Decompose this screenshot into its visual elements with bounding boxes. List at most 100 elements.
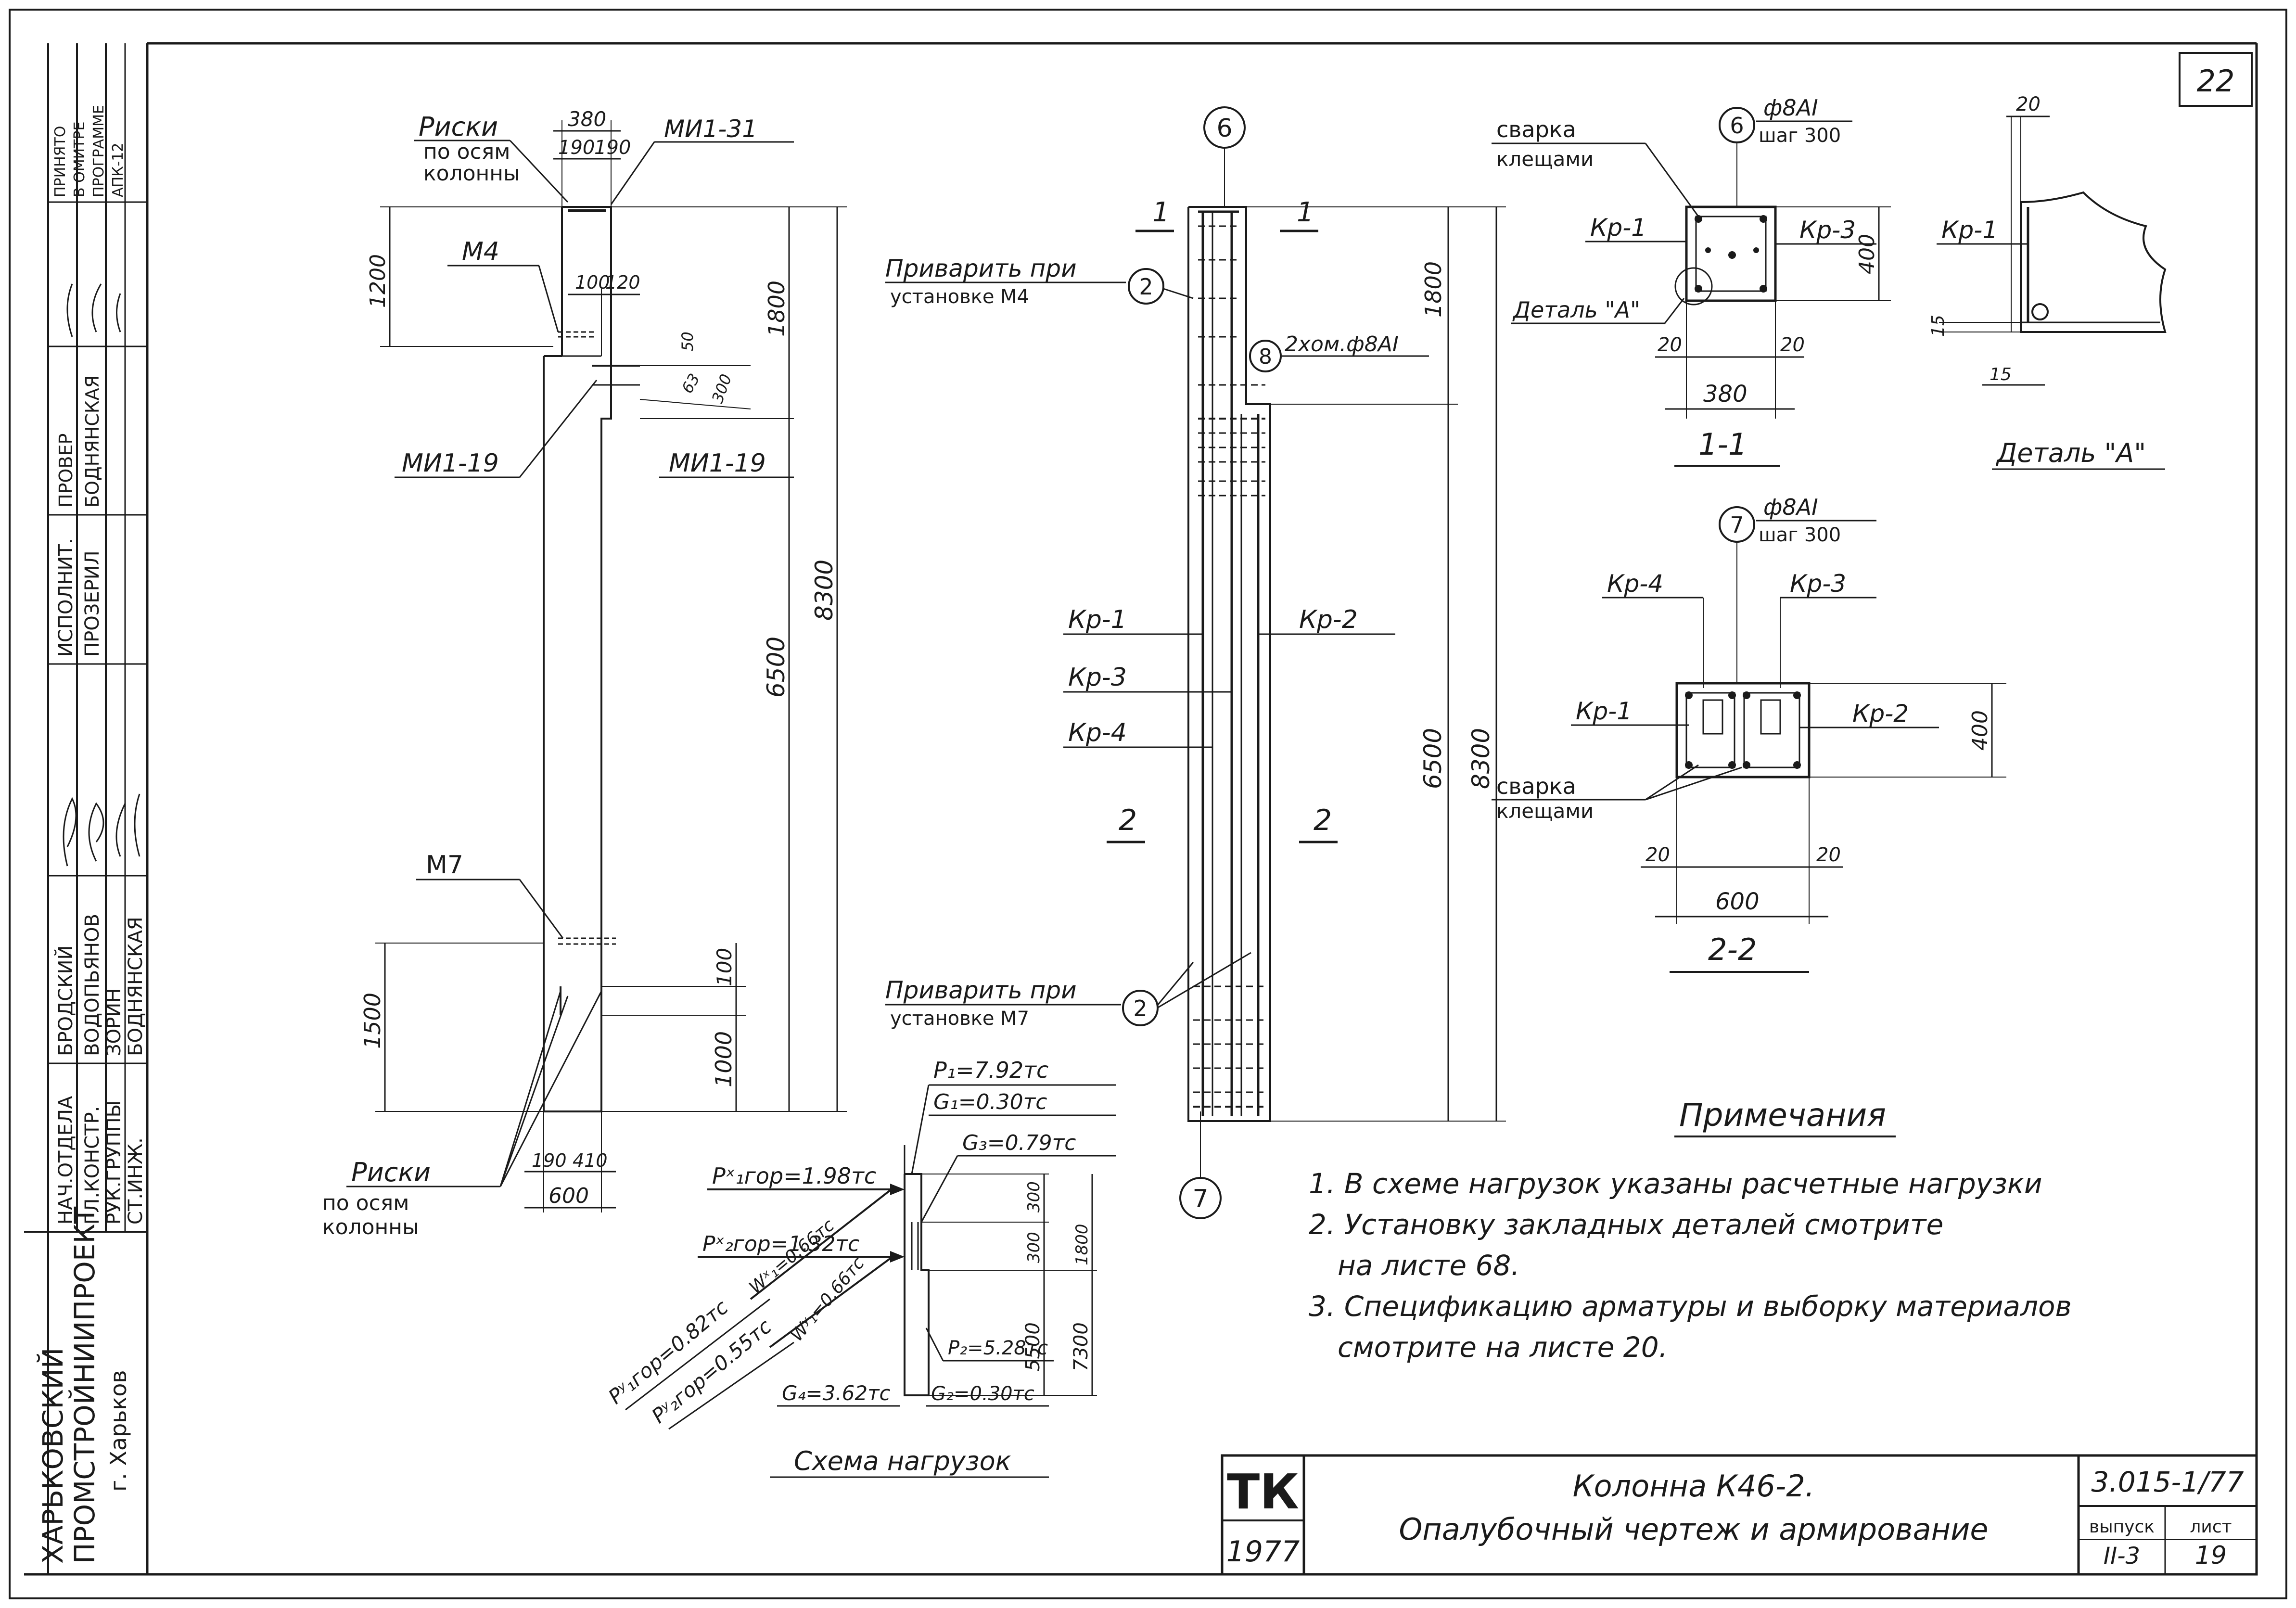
sec11-kp3: Кр-3	[1799, 216, 1856, 244]
cut-2-right: 2	[1314, 804, 1332, 837]
sec22-bar-1: ф8АI	[1763, 494, 1818, 520]
dim-6500: 6500	[762, 637, 790, 698]
dim-600: 600	[548, 1184, 589, 1208]
sec22-weld-2: клещами	[1496, 799, 1594, 823]
axis-7-label: 7	[1192, 1185, 1208, 1213]
dim-380-top: 380	[568, 107, 606, 131]
sec11-pos: 6	[1730, 113, 1744, 139]
sec22-bar-2: шаг 300	[1759, 524, 1841, 546]
sheet-outer-border	[9, 9, 2287, 1599]
dim-63: 63	[678, 370, 703, 396]
label-kp1-center: Кр-1	[1068, 605, 1127, 634]
sec22-title: 2-2	[1708, 932, 1757, 967]
sec11-bar-2: шаг 300	[1759, 125, 1841, 147]
load-dim-300b: 300	[1024, 1232, 1044, 1263]
reinf-dim-1800: 1800	[1420, 261, 1446, 318]
load-p1x: Pˣ₁гор=1.98тс	[712, 1163, 876, 1189]
detail-a-dim-15b: 15	[1990, 365, 2012, 384]
detail-a-title: Деталь "А"	[1996, 438, 2146, 468]
load-scheme: P₁=7.92тс G₁=0.30тс G₃=0.79тс Pˣ₁гор=1.9…	[604, 1057, 1116, 1478]
sec22-weld-1: сварка	[1496, 773, 1576, 799]
dim-190b: 190	[594, 137, 631, 159]
program-note-4: АПК-12	[110, 143, 127, 197]
role-senior-engineer: СТ.ИНЖ.	[125, 1137, 147, 1225]
sec11-dim-20b: 20	[1780, 334, 1805, 356]
checker-role: ПРОВЕР	[55, 434, 77, 508]
dim-100: 100	[575, 272, 610, 293]
label-kp2-center: Кр-2	[1299, 605, 1358, 634]
sec22-outline	[1675, 682, 1811, 778]
load-g3: G₃=0.79тс	[962, 1131, 1076, 1155]
load-dim-300a: 300	[1024, 1181, 1044, 1212]
clamp-note: 2хом.ф8АI	[1285, 332, 1399, 357]
sec22-kp3: Кр-3	[1790, 570, 1846, 598]
load-g2: G₂=0.30тс	[931, 1383, 1034, 1405]
sec11-title: 1-1	[1698, 427, 1747, 462]
marks-label-bottom-3: колонны	[322, 1215, 419, 1239]
pos-2-top: 2	[1139, 274, 1153, 300]
label-kp4-center: Кр-4	[1068, 718, 1127, 747]
cut-1-left: 1	[1152, 197, 1170, 228]
label-m4: М4	[462, 237, 499, 266]
detail-a-dim-15a: 15	[1928, 315, 1948, 337]
reinforcement-view: 6 7 1 1	[885, 106, 1506, 1219]
note-2b: на листе 68.	[1338, 1249, 1520, 1282]
label-mi1-19-right: МИ1-19	[669, 449, 766, 478]
dim-190c: 190	[532, 1150, 567, 1171]
section-2-2: 7 ф8АI шаг 300 Кр-4 Кр-3 Кр-1 Кр-2 400 с…	[1492, 494, 2006, 973]
executor-role: ИСПОЛНИТ.	[55, 538, 77, 657]
notes-block: Примечания 1. В схеме нагрузок указаны р…	[1309, 1097, 2072, 1364]
detail-a-bar	[2031, 303, 2049, 320]
load-dim-1800: 1800	[1072, 1224, 1092, 1265]
approval-sidebar: ХАРЬКОВСКИЙ ПРОМСТРОЙНИИПРОЕКТ г. Харько…	[24, 43, 147, 1574]
sheet-title-line2: Опалубочный чертеж и армирование	[1399, 1512, 1988, 1547]
load-dim-7300: 7300	[1070, 1322, 1092, 1371]
detail-a-break-outline	[2020, 191, 2167, 333]
marks-label-bottom-2: по осям	[322, 1191, 409, 1215]
load-g1: G₁=0.30тс	[933, 1090, 1047, 1114]
load-g4: G₄=3.62тс	[782, 1381, 891, 1405]
sec22-kp2: Кр-2	[1852, 700, 1909, 727]
title-block: ТК 1977 Колонна К46-2. Опалубочный черте…	[1221, 1454, 2258, 1576]
load-p1: P₁=7.92тс	[933, 1057, 1048, 1083]
org-name-line1: ХАРЬКОВСКИЙ	[36, 1348, 69, 1564]
load-column-outline	[904, 1173, 930, 1396]
note-2a: 2. Установку закладных деталей смотрите	[1309, 1208, 1943, 1241]
position-marker-2-top	[1128, 268, 1164, 305]
detail-a-kp1: Кр-1	[1941, 216, 1998, 244]
marks-label-bottom-1: Риски	[351, 1157, 431, 1187]
issue-value: II-3	[2104, 1543, 2140, 1570]
sec11-detail-ref: Деталь "А"	[1512, 297, 1640, 323]
load-p2x: Pˣ₂гор=1.32тс	[702, 1232, 859, 1256]
sec11-weld-1: сварка	[1496, 116, 1576, 142]
note-3a: 3. Спецификацию арматуры и выборку матер…	[1309, 1290, 2072, 1323]
sec22-kp1: Кр-1	[1576, 697, 1632, 725]
note-1: 1. В схеме нагрузок указаны расчетные на…	[1309, 1167, 2042, 1200]
dim-50: 50	[678, 332, 697, 351]
sec11-weld-2: клещами	[1496, 147, 1594, 171]
name-vodopyanov: ВОДОПЬЯНОВ	[81, 914, 103, 1056]
weld-note-bottom-1: Приварить при	[885, 976, 1077, 1004]
dim-300: 300	[708, 371, 736, 405]
note-3b: смотрите на листе 20.	[1338, 1331, 1668, 1364]
dim-1000: 1000	[711, 1031, 737, 1087]
label-m7: М7	[426, 851, 463, 880]
sec22-dim-20a: 20	[1645, 844, 1670, 866]
load-w1y: Wʸ₁=0.66тс	[787, 1253, 868, 1345]
list-label: лист	[2190, 1517, 2232, 1537]
dim-1500: 1500	[359, 993, 385, 1049]
load-dim-5500: 5500	[1022, 1322, 1044, 1371]
cut-1-right: 1	[1297, 197, 1314, 228]
pos-2-bottom: 2	[1133, 995, 1147, 1021]
list-value: 19	[2195, 1541, 2227, 1570]
marks-label-top-2: по осям	[423, 140, 510, 164]
program-note-2: В ОМИТРЕ	[71, 122, 88, 197]
detail-a-callout	[1674, 267, 1713, 306]
label-mi1-31: МИ1-31	[664, 115, 757, 143]
doc-code: 3.015-1/77	[2091, 1466, 2244, 1498]
program-note-1: ПРИНЯТО	[52, 126, 69, 197]
sec11-kp1: Кр-1	[1590, 214, 1646, 242]
section-1-1: сварка клещами 6 ф8АI шаг 300 Кр-1 Кр-3 …	[1492, 95, 1891, 467]
sec22-dim-20b: 20	[1816, 844, 1841, 866]
position-marker-8	[1249, 340, 1282, 372]
